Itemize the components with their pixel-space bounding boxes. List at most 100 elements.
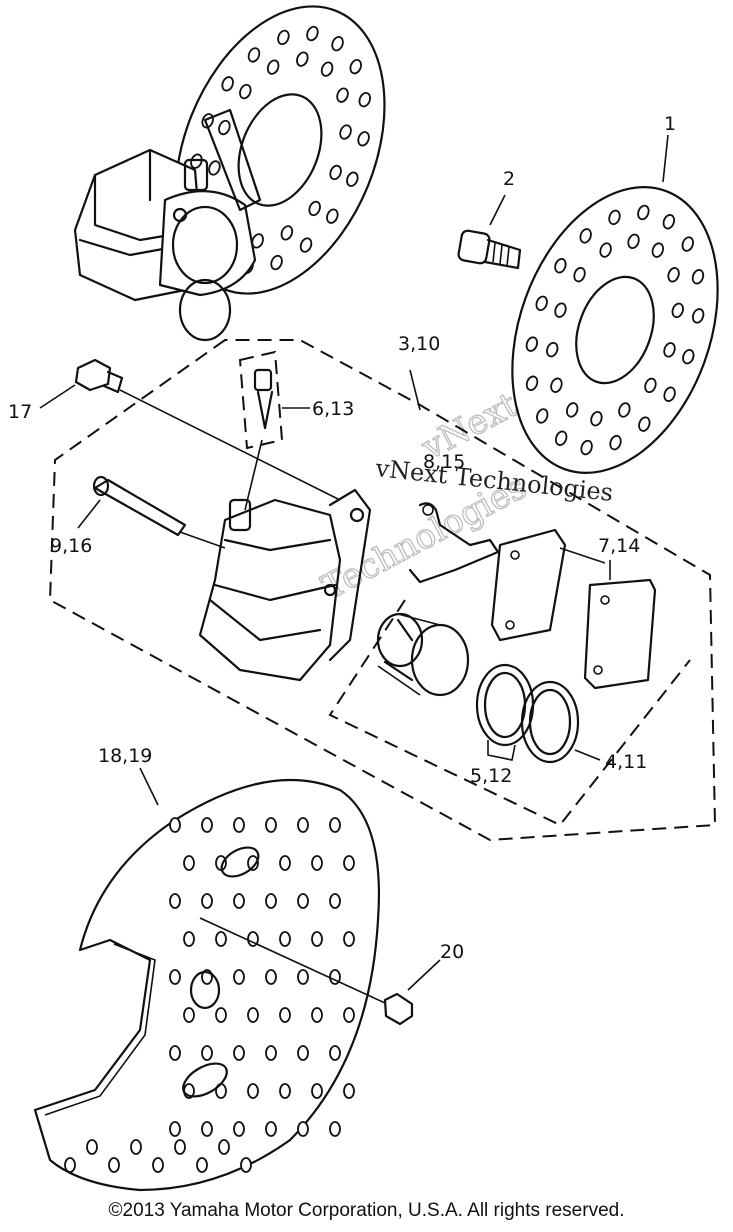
plate-hole	[297, 1121, 309, 1137]
part-18-19-protector-plate: 18,19	[33, 745, 381, 1192]
disc-hole	[590, 411, 603, 427]
label-20: 20	[440, 941, 464, 963]
part-20-screw: 20	[199, 917, 464, 1026]
disc-hole	[546, 341, 559, 358]
label-5-12: 5,12	[470, 765, 512, 787]
part-7-14-brake-pads: 7,14	[490, 528, 657, 690]
disc-hole	[218, 119, 231, 136]
plate-hole	[297, 893, 309, 909]
plate-hole	[311, 1007, 323, 1023]
plate-hole	[265, 969, 277, 985]
plate-hole	[169, 1121, 181, 1137]
disc-hole	[536, 408, 549, 424]
caliper-body	[198, 488, 372, 682]
plate-hole	[343, 1007, 355, 1023]
disc-hole	[525, 336, 539, 352]
plate-hole	[169, 893, 181, 909]
disc-hole	[691, 269, 705, 285]
label-7-14: 7,14	[598, 535, 640, 557]
plate-hole	[169, 1045, 181, 1061]
plate-hole	[279, 1083, 291, 1099]
plate-hole	[218, 1139, 230, 1155]
disc-hole	[627, 233, 640, 249]
disc-hole	[550, 377, 563, 393]
disc-hole	[339, 124, 352, 140]
assembled-brake-view	[73, 5, 386, 342]
plate-hole	[196, 1157, 208, 1173]
plate-hole	[201, 817, 213, 833]
plate-hole	[343, 1083, 355, 1099]
disc-hole	[554, 258, 567, 274]
disc-hole	[247, 47, 261, 63]
disc-hole	[682, 348, 695, 365]
disc-hole	[599, 242, 612, 258]
label-2: 2	[503, 168, 515, 190]
label-3-10: 3,10	[398, 333, 440, 355]
plate-hole	[183, 1007, 195, 1023]
disc-hole	[280, 225, 294, 241]
plate-hole	[201, 1121, 213, 1137]
part-4-11-and-5-12-seals: 4,11 5,12	[470, 663, 647, 787]
plate-hole	[329, 893, 341, 909]
plate-hole	[279, 855, 291, 871]
plate-hole	[279, 931, 291, 947]
disc-hole	[299, 237, 313, 253]
disc-hole	[681, 236, 694, 252]
plate-hole	[233, 969, 245, 985]
plate-hole	[130, 1139, 142, 1155]
label-17: 17	[8, 401, 32, 423]
disc-hole	[296, 51, 309, 67]
disc-hole	[580, 439, 593, 456]
part-9-16-pin: 9,16	[50, 475, 226, 557]
disc-hole	[357, 131, 370, 147]
plate-hole	[329, 1121, 341, 1137]
plate-hole	[233, 1121, 245, 1137]
disc-hole	[190, 153, 203, 169]
part-2-bolt: 2	[457, 168, 522, 270]
label-18-19: 18,19	[98, 745, 152, 767]
plate-hole	[247, 1083, 259, 1099]
disc-hole	[306, 25, 319, 42]
plate-hole	[169, 969, 181, 985]
plate-hole	[297, 817, 309, 833]
part-17-bolt: 17	[8, 358, 341, 501]
part-6-13-bleeder-screw: 6,13	[238, 350, 354, 511]
disc-hole	[358, 92, 372, 108]
plate-hole	[233, 893, 245, 909]
plate-hole	[215, 1007, 227, 1023]
disc-hole	[320, 61, 334, 77]
plate-hole	[215, 931, 227, 947]
plate-hole	[265, 1121, 277, 1137]
plate-hole	[240, 1157, 252, 1173]
plate-hole	[265, 1045, 277, 1061]
disc-hole	[644, 377, 657, 394]
plate-hole	[183, 931, 195, 947]
plate-hole	[311, 931, 323, 947]
disc-hole	[609, 434, 622, 451]
plate-hole	[329, 1045, 341, 1061]
disc-hole	[663, 342, 676, 358]
disc-hole	[308, 200, 321, 217]
disc-hole	[554, 302, 567, 318]
disc-hole	[535, 295, 548, 312]
plate-hole	[169, 817, 181, 833]
disc-hole	[266, 59, 280, 75]
disc-hole	[270, 254, 283, 271]
disc-hole	[618, 402, 631, 418]
disc-hole	[651, 242, 664, 258]
plate-hole	[174, 1139, 186, 1155]
disc-hole	[671, 302, 684, 319]
label-1: 1	[664, 113, 676, 135]
plate-hole	[247, 1007, 259, 1023]
label-9-16: 9,16	[50, 535, 92, 557]
disc-hole	[326, 208, 339, 224]
plate-hole	[64, 1157, 76, 1173]
plate-hole	[265, 817, 277, 833]
disc-hole	[331, 36, 344, 52]
plate-hole	[247, 931, 259, 947]
label-4-11: 4,11	[605, 751, 647, 773]
copyright-notice: ©2013 Yamaha Motor Corporation, U.S.A. A…	[108, 1200, 625, 1221]
disc-hole	[663, 386, 676, 402]
label-8-15: 8,15	[423, 451, 465, 473]
disc-hole	[525, 375, 539, 391]
